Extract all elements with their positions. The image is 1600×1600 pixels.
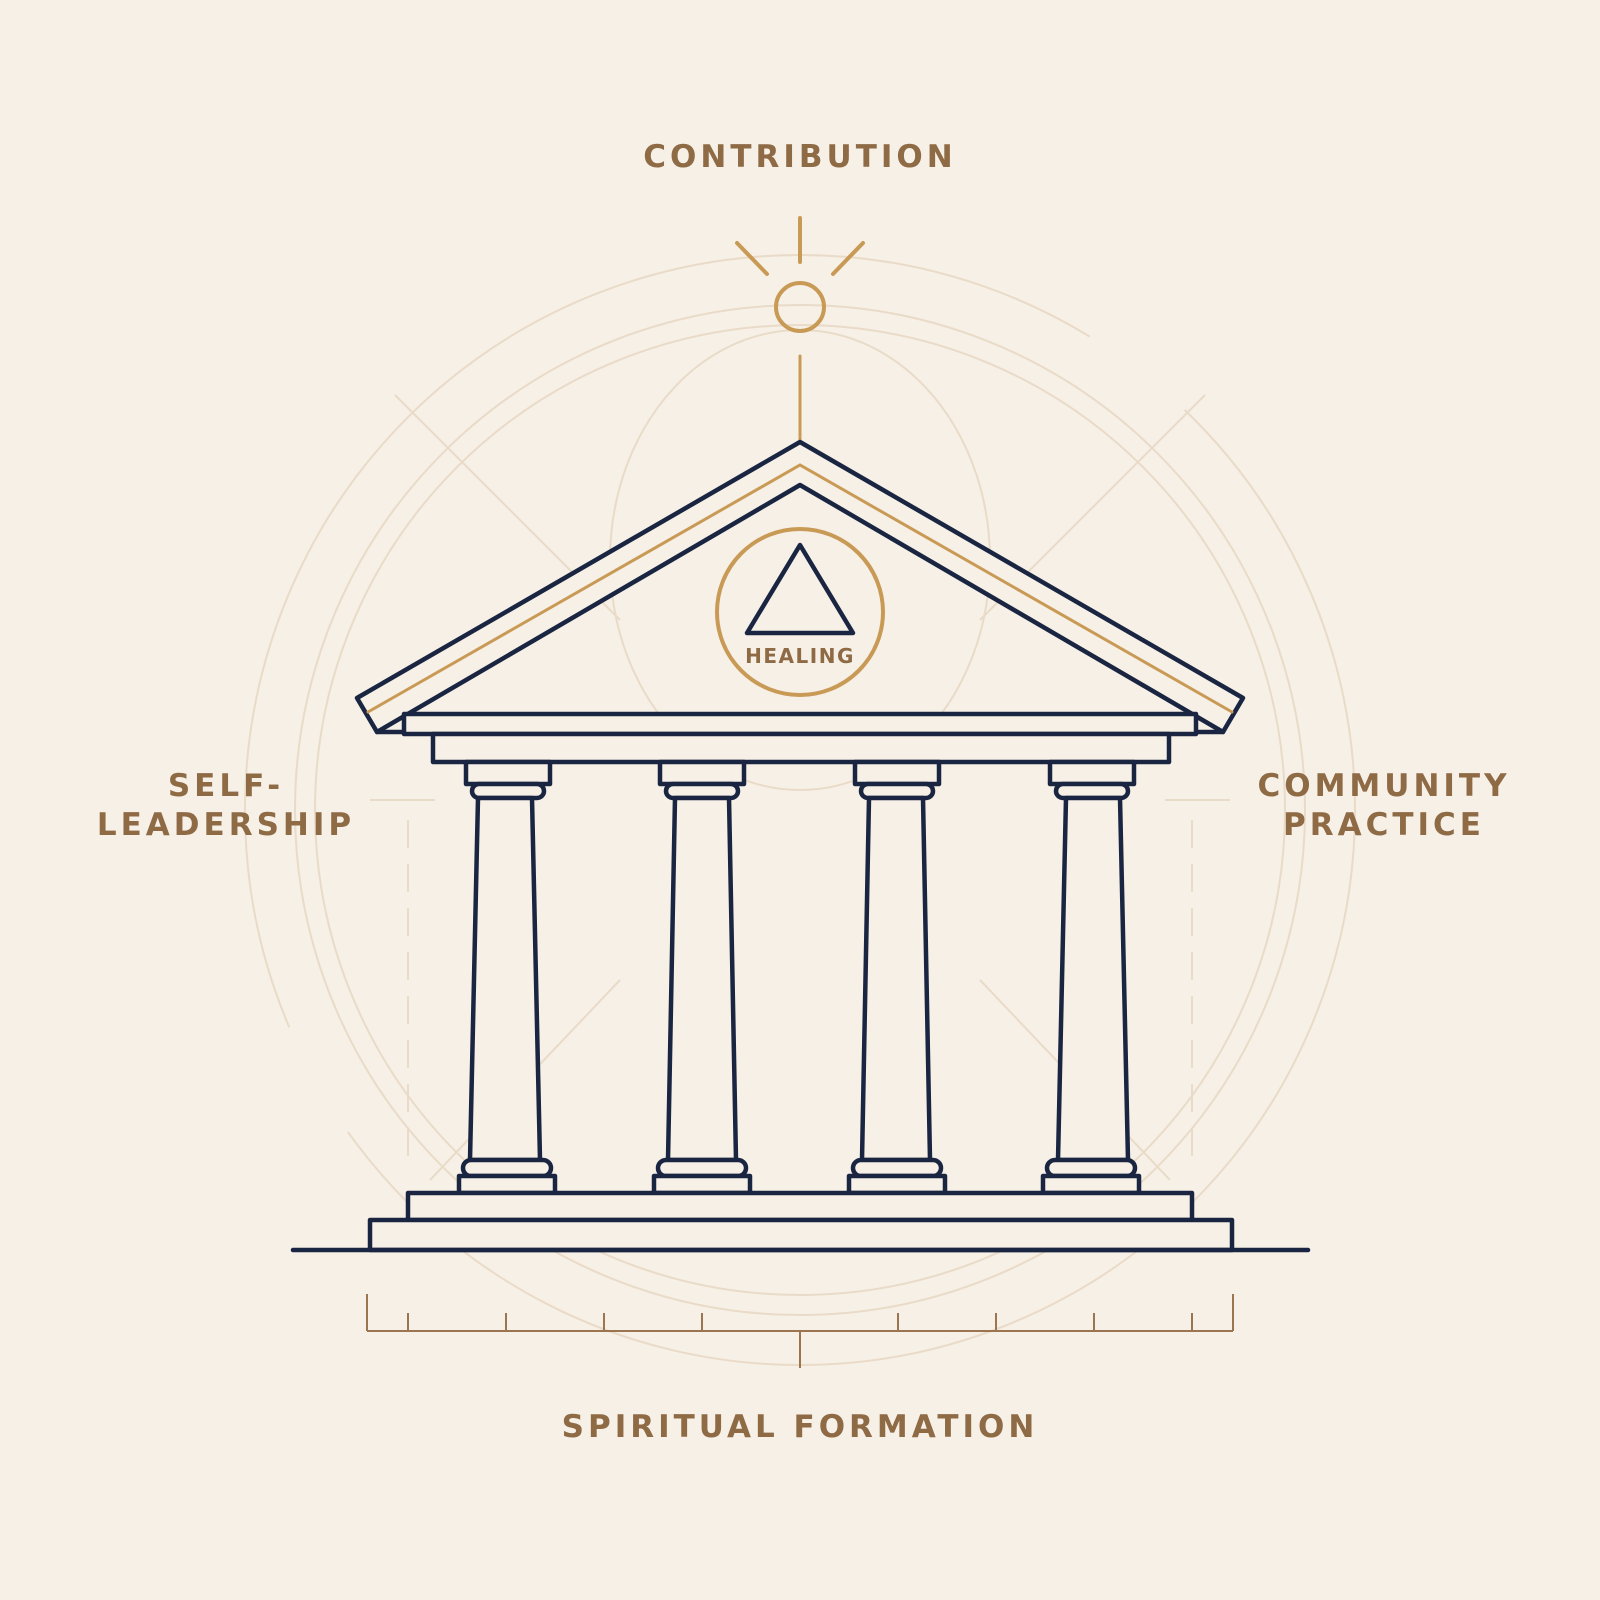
measurement-scale <box>366 1294 1234 1368</box>
entablature-upper <box>401 711 1199 737</box>
center-label: HEALING <box>745 644 855 668</box>
triangle-in-circle-icon <box>715 527 885 697</box>
column-4 <box>1040 759 1142 1196</box>
guide-circle-inner <box>314 324 1286 1296</box>
entablature-lower <box>430 731 1172 765</box>
pediment-gold-trim <box>366 463 1234 714</box>
temple-icon <box>290 439 1311 1253</box>
label-community-practice-line2: PRACTICE <box>1283 807 1485 843</box>
label-self-leadership-line1: SELF- <box>168 768 284 804</box>
label-self-leadership-line2: LEADERSHIP <box>97 807 355 843</box>
step-lower <box>367 1217 1235 1253</box>
column-3 <box>846 759 948 1196</box>
guide-circle-middle <box>294 304 1306 1316</box>
column-1 <box>456 759 558 1196</box>
label-spiritual-formation: SPIRITUAL FORMATION <box>562 1409 1039 1445</box>
label-community-practice-line1: COMMUNITY <box>1257 768 1510 804</box>
triangle-icon <box>744 542 856 636</box>
step-upper <box>405 1190 1195 1223</box>
label-contribution: CONTRIBUTION <box>643 139 956 175</box>
sun-icon <box>735 216 865 470</box>
column-2 <box>651 759 753 1196</box>
